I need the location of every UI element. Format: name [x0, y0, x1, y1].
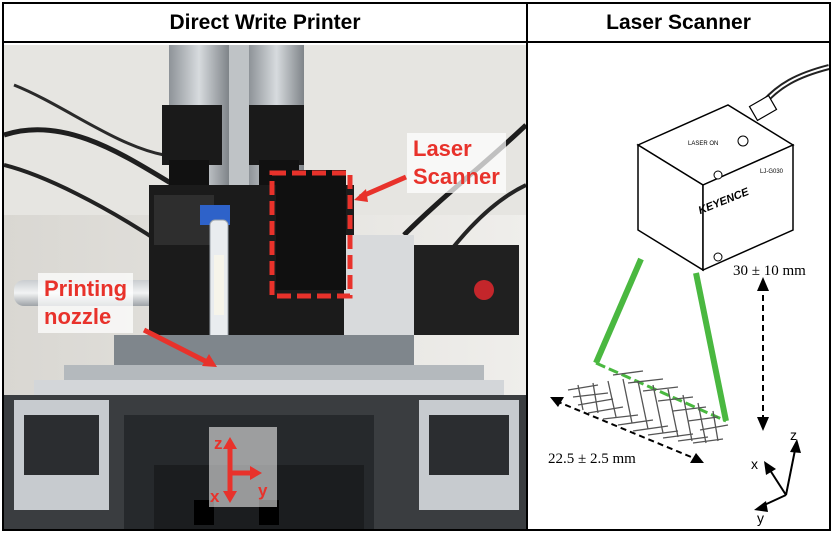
printer-photo: z x y Laser Scanner Printing nozzle [4, 45, 526, 529]
nozzle-arrow [142, 327, 211, 366]
header-direct-write-printer: Direct Write Printer [4, 4, 526, 43]
height-range-label: 30 ± 10 mm [733, 263, 806, 279]
header-laser-scanner: Laser Scanner [528, 4, 829, 43]
nozzle-callout-line1: Printing [44, 276, 128, 301]
beam-right [693, 272, 729, 422]
width-dimension [555, 400, 697, 460]
photo-axis-x: x [210, 487, 220, 506]
laser-scanner-callout: Laser Scanner [407, 133, 506, 193]
laser-scanner-diagram: LASER ON KEYENCE LJ-G030 30 ± 10 mm 22. [528, 45, 829, 529]
printing-nozzle-callout: Printing nozzle [38, 273, 134, 333]
laser-highlight-box [269, 170, 353, 299]
svg-text:LASER ON: LASER ON [688, 141, 718, 147]
beam-left [593, 257, 644, 365]
printer-photo-illustration: z x y [4, 45, 526, 529]
photo-axes-box [209, 427, 277, 507]
nozzle-callout-line2: nozzle [44, 304, 112, 329]
laser-callout-line2: Scanner [413, 164, 500, 189]
laser-callout-line1: Laser [413, 136, 472, 161]
laser-scanner-illustration: LASER ON KEYENCE LJ-G030 30 ± 10 mm 22. [548, 64, 829, 526]
diagram-axis-y: y [757, 510, 764, 526]
scanned-surface [567, 370, 729, 444]
panel-divider [526, 4, 528, 529]
laser-arrow [359, 174, 407, 200]
diagram-axis-z: z [790, 427, 797, 443]
photo-axis-z: z [214, 434, 223, 453]
width-range-label: 22.5 ± 2.5 mm [548, 451, 636, 467]
beam-scan-line [595, 361, 727, 423]
photo-axis-y: y [258, 481, 268, 500]
diagram-axis-x: x [751, 456, 758, 472]
svg-text:LJ-G030: LJ-G030 [760, 169, 784, 175]
